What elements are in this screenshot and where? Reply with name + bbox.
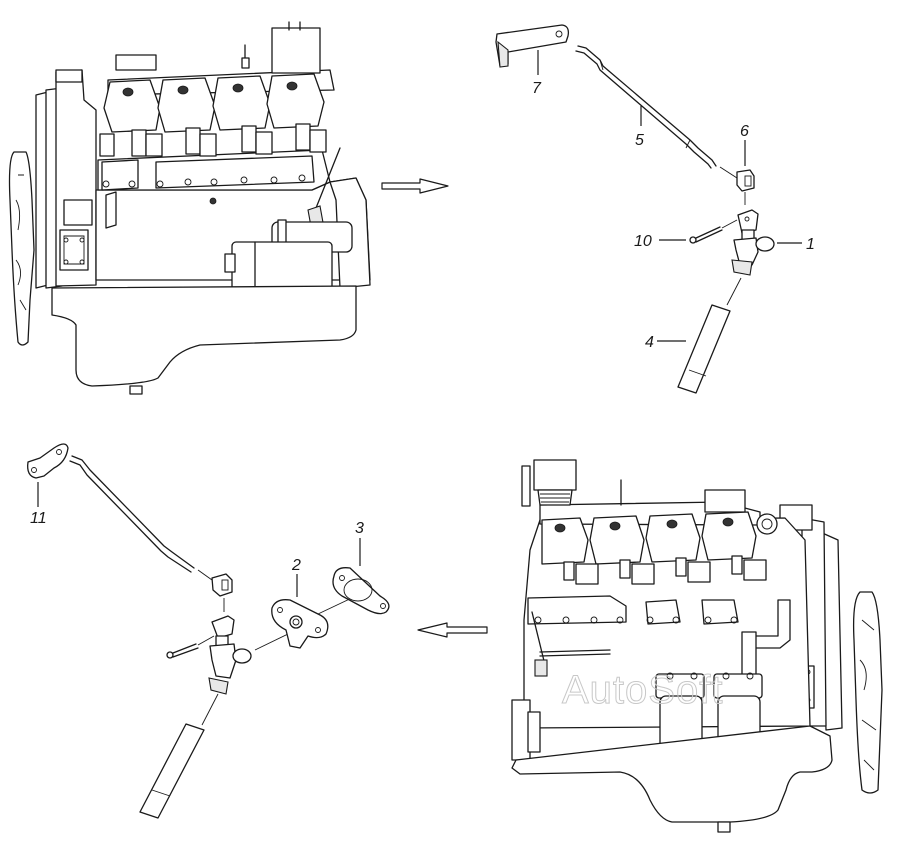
bolt-part-10 [689, 226, 723, 244]
valve-covers [541, 511, 757, 565]
callout-7: 7 [532, 80, 542, 97]
fuel-tube [69, 455, 195, 573]
fan-icon [8, 151, 35, 346]
starter [224, 219, 353, 291]
exploded-parts-bottom [27, 443, 390, 819]
glow-plug-part-1 [731, 209, 775, 276]
valve-covers [103, 73, 325, 133]
callout-4: 4 [645, 334, 654, 351]
callout-1: 1 [806, 236, 815, 253]
watermark-text: AutoSoft [562, 668, 723, 712]
bracket-part-11 [27, 443, 69, 479]
arrow-left-icon [417, 622, 488, 638]
callout-labels: 7 5 6 10 1 4 11 2 3 [30, 80, 815, 574]
injectors [99, 123, 327, 157]
injectors [563, 555, 767, 585]
fan-icon [852, 591, 883, 794]
bolt [166, 643, 199, 659]
arrow-right-icon [381, 178, 449, 194]
clamp-part-6 [736, 169, 755, 192]
callout-5: 5 [635, 132, 644, 149]
clamp [211, 573, 233, 597]
exploded-parts-top [495, 24, 802, 394]
engine-right-view [511, 459, 883, 833]
heater-element-part-4 [677, 304, 731, 394]
heater-element [139, 723, 205, 819]
callout-3: 3 [355, 520, 364, 537]
callout-2: 2 [291, 557, 301, 574]
glow-plug [208, 615, 252, 695]
callout-10: 10 [634, 233, 652, 250]
callout-6: 6 [740, 123, 749, 140]
callout-11: 11 [30, 510, 47, 527]
air-compressor [521, 459, 577, 507]
engine-left-view [8, 21, 371, 395]
fuel-tube-part-5 [575, 45, 717, 169]
gasket-part-3 [332, 567, 390, 615]
flange-part-2 [271, 599, 329, 649]
bracket-part-7 [495, 24, 570, 68]
